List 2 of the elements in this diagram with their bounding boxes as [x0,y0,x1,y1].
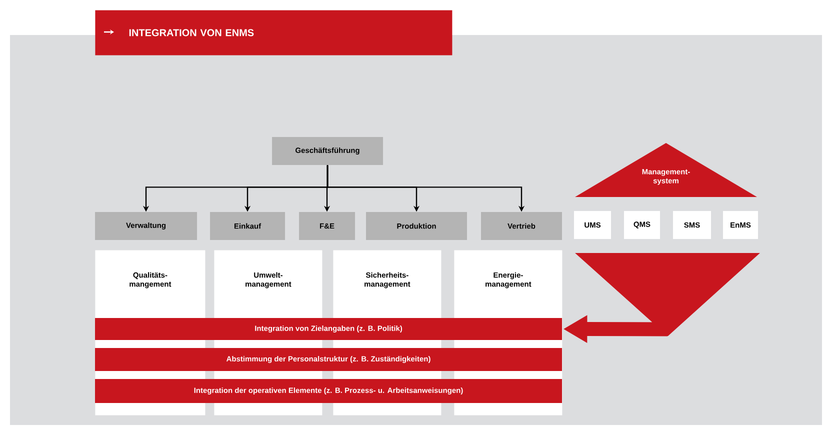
chevron-shape [575,253,760,336]
title-bar: INTEGRATION VON ENMS [95,10,452,56]
